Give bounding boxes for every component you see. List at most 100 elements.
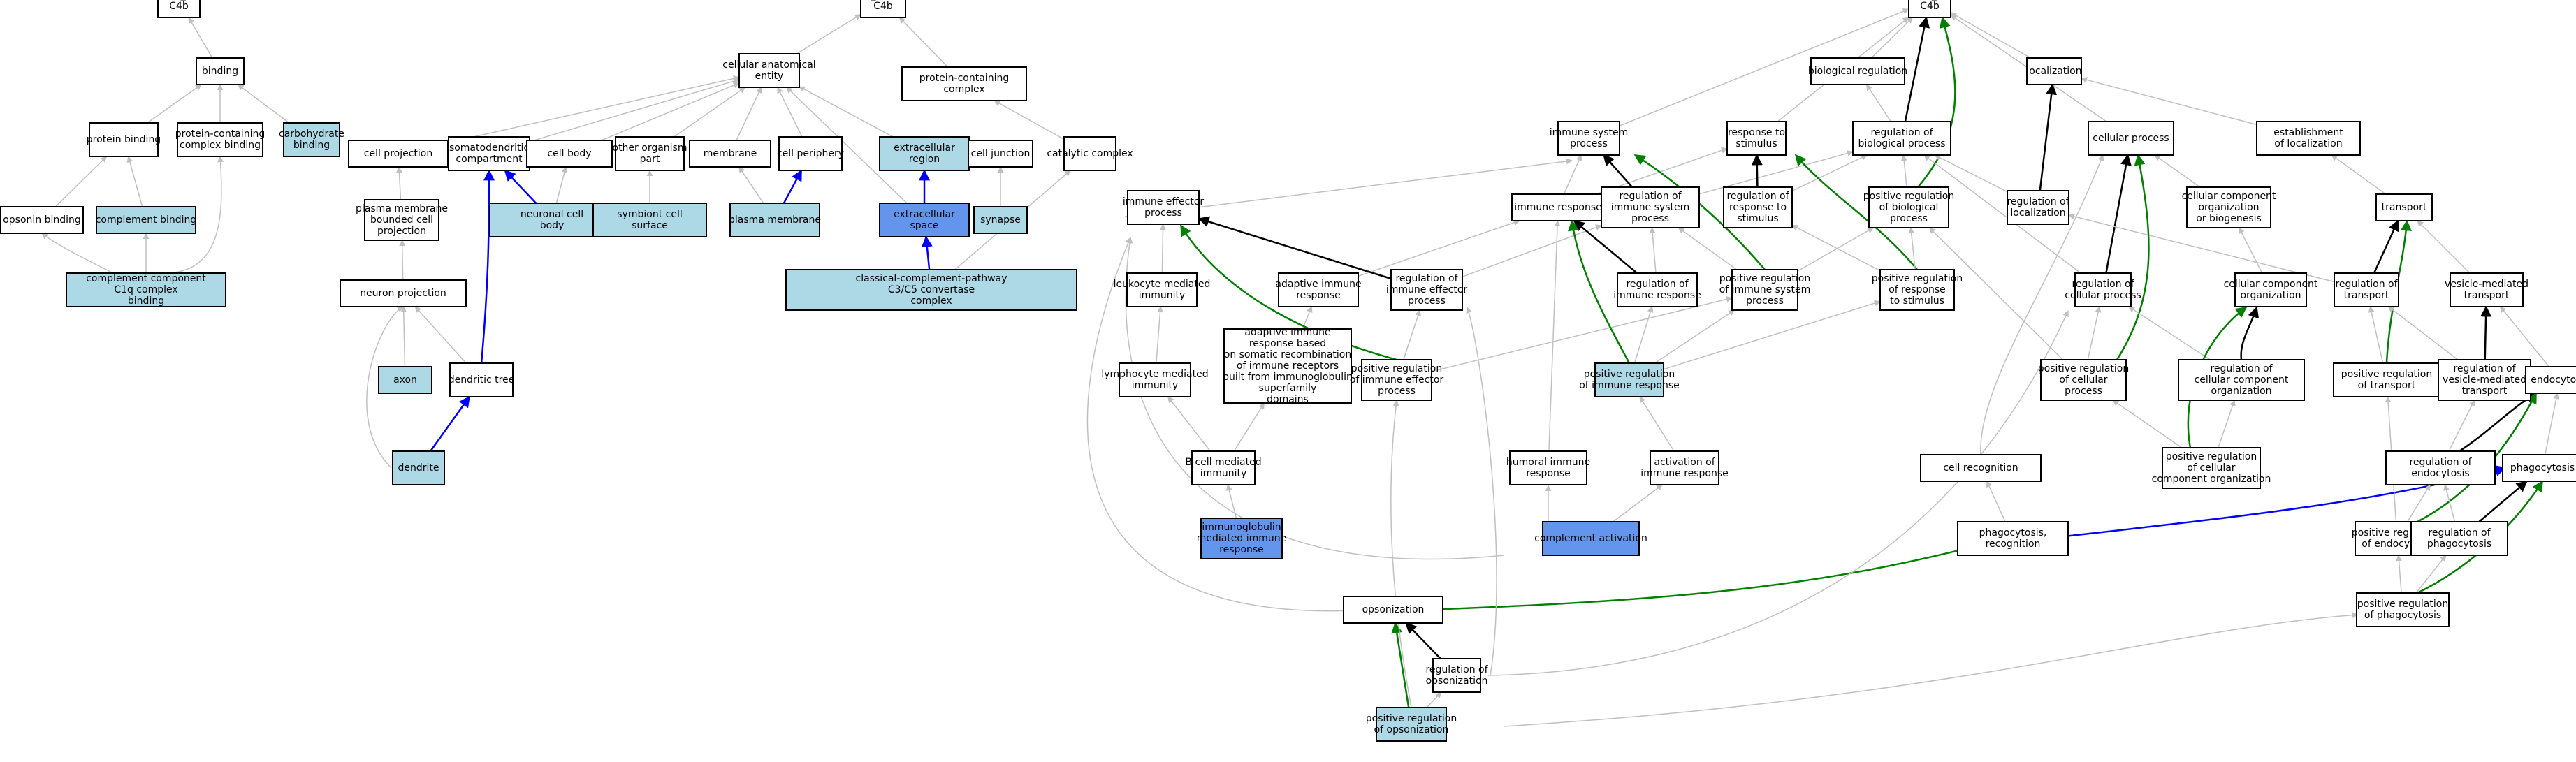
go-term-node-cell-body[interactable]: cell body [526,140,613,168]
go-term-node-cell-recognition[interactable]: cell recognition [1920,454,2042,482]
go-term-node-cell-junction[interactable]: cell junction [968,140,1033,168]
go-term-node-cellular-process[interactable]: cellular process [2088,121,2174,156]
node-box [378,366,432,394]
go-term-node-mf[interactable]: molecular_functionC4b [132,0,226,18]
node-label-line: complex binding [180,140,261,151]
node-label-line: process [1746,295,1784,307]
go-term-node-localization[interactable]: localization [2026,57,2082,85]
edge-is-a [399,240,406,281]
go-term-node-cell-periphery[interactable]: cell periphery [777,136,844,171]
go-term-node-protein-binding[interactable]: protein binding [87,122,161,157]
node-label-line: regulation of [1619,191,1682,202]
node-label-line: cell projection [364,148,432,159]
go-term-node-complement-binding[interactable]: complement binding [96,206,197,234]
go-term-node-binding[interactable]: binding [196,57,245,85]
node-label-line: built from immunoglobulin [1223,372,1353,383]
node-label-line: immunoglobulin [1202,522,1281,533]
go-term-node-immune-response[interactable]: immune response [1511,193,1605,221]
go-term-node-dendrite[interactable]: dendrite [392,450,445,485]
node-label-line: regulation of [2210,363,2273,374]
go-term-node-opsonization[interactable]: opsonization [1343,596,1443,624]
edge-is-a [601,82,740,141]
node-box [973,206,1028,234]
go-term-node-cell-projection[interactable]: cell projection [348,140,449,168]
go-term-node-membrane[interactable]: membrane [689,140,771,168]
node-label-line: vesicle-mediated [2445,279,2528,290]
go-term-node-catalytic-complex[interactable]: catalytic complex [1047,136,1133,171]
go-term-node-neuron-projection[interactable]: neuron projection [340,279,467,307]
go-term-node-opsonin-binding[interactable]: opsonin binding [0,206,84,234]
node-box [1390,269,1463,311]
edge-is-a [395,166,402,200]
go-term-node-bio-reg[interactable]: biological regulation [1808,57,1907,85]
go-term-node-plasma-membrane[interactable]: plasma membrane [729,203,821,237]
go-term-node-phago-recognition[interactable]: phagocytosis,recognition [1957,521,2069,556]
go-term-node-bp[interactable]: biological_processC4b [1885,0,1974,18]
go-term-node-endocytosis[interactable]: endocytosis [2525,366,2576,394]
go-term-node-dendritic-tree[interactable]: dendritic tree [449,362,515,397]
go-term-node-phagocytosis[interactable]: phagocytosis [2502,454,2576,482]
node-label-line: cell body [547,148,591,159]
node-box [2385,450,2496,485]
go-term-node-transport[interactable]: transport [2375,193,2433,221]
edge-regulates [2373,219,2399,274]
edge-is-a [2218,400,2236,448]
edge-is-a [674,87,746,138]
go-term-node-axon[interactable]: axon [378,366,432,394]
go-term-node-cc[interactable]: cellular_componentC4b [835,0,931,18]
go-term-node-complement-activation[interactable]: complement activation [1534,521,1647,556]
edge-is-a [2128,306,2211,360]
go-term-node-synapse[interactable]: synapse [973,206,1028,234]
